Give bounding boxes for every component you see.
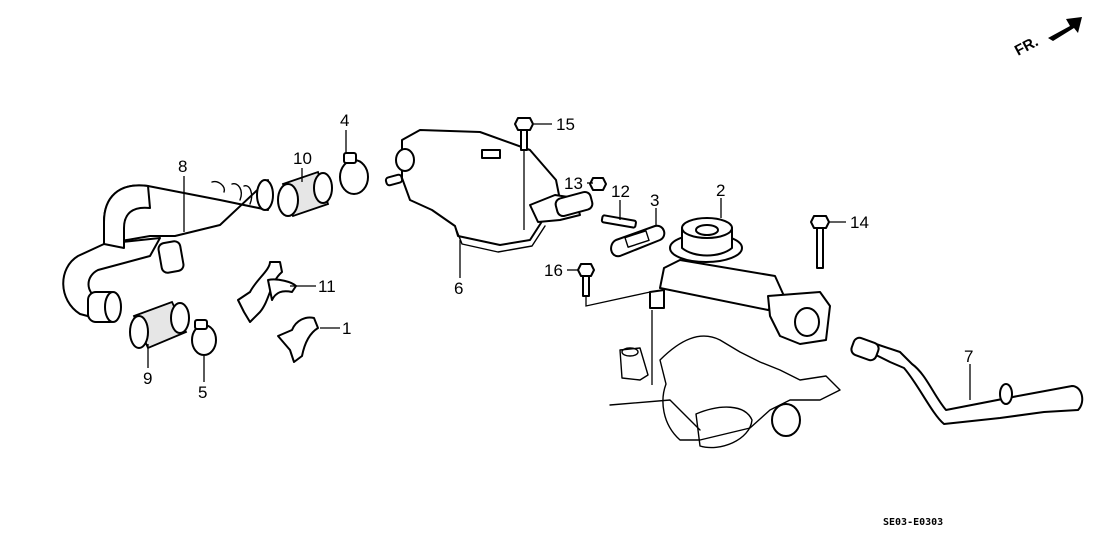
- part-6-chamber-housing[interactable]: [384, 129, 594, 253]
- intake-manifold-context: [609, 310, 841, 449]
- part-11-clamp[interactable]: [237, 261, 297, 323]
- part-15-bolt[interactable]: [514, 117, 534, 230]
- callout-labels: 8 10 4 9 5 11 1 6 15 13 12 3 16 2 14 7: [143, 111, 973, 402]
- part-12-stud-bolt[interactable]: [600, 214, 637, 229]
- part-8-hose[interactable]: [62, 179, 274, 323]
- part-7-pipe[interactable]: [850, 336, 1084, 425]
- part-16-bolt[interactable]: [577, 263, 651, 307]
- callout-4: 4: [340, 111, 349, 130]
- leader-lines: [147, 123, 971, 400]
- part-1-clamp[interactable]: [277, 316, 319, 363]
- part-9-hose-joint[interactable]: [129, 300, 190, 350]
- callout-12: 12: [611, 182, 630, 201]
- callout-15: 15: [556, 115, 575, 134]
- part-4-hose-clip[interactable]: [339, 152, 369, 195]
- part-14-bolt[interactable]: [810, 215, 830, 269]
- front-direction-arrow-icon: [1048, 17, 1082, 41]
- callout-16: 16: [544, 261, 563, 280]
- part-3-gasket[interactable]: [610, 224, 666, 258]
- part-13-nut[interactable]: [589, 177, 607, 191]
- callout-5: 5: [198, 383, 207, 402]
- diagram-code: SE03-E0303: [883, 517, 943, 528]
- part-5-hose-clip[interactable]: [191, 319, 217, 356]
- callout-7: 7: [964, 347, 973, 366]
- callout-11: 11: [318, 277, 336, 296]
- callout-3: 3: [650, 191, 659, 210]
- part-10-hose-joint[interactable]: [277, 170, 333, 218]
- callout-8: 8: [178, 157, 187, 176]
- callout-10: 10: [293, 149, 312, 168]
- callout-2: 2: [716, 181, 725, 200]
- callout-6: 6: [454, 279, 463, 298]
- fr-label: FR.: [1012, 33, 1041, 59]
- callout-14: 14: [850, 213, 869, 232]
- callout-13: 13: [564, 174, 583, 193]
- part-2-valve-assembly[interactable]: [649, 217, 831, 345]
- callout-1: 1: [342, 319, 351, 338]
- front-direction-indicator: FR.: [1012, 17, 1082, 60]
- callout-9: 9: [143, 369, 152, 388]
